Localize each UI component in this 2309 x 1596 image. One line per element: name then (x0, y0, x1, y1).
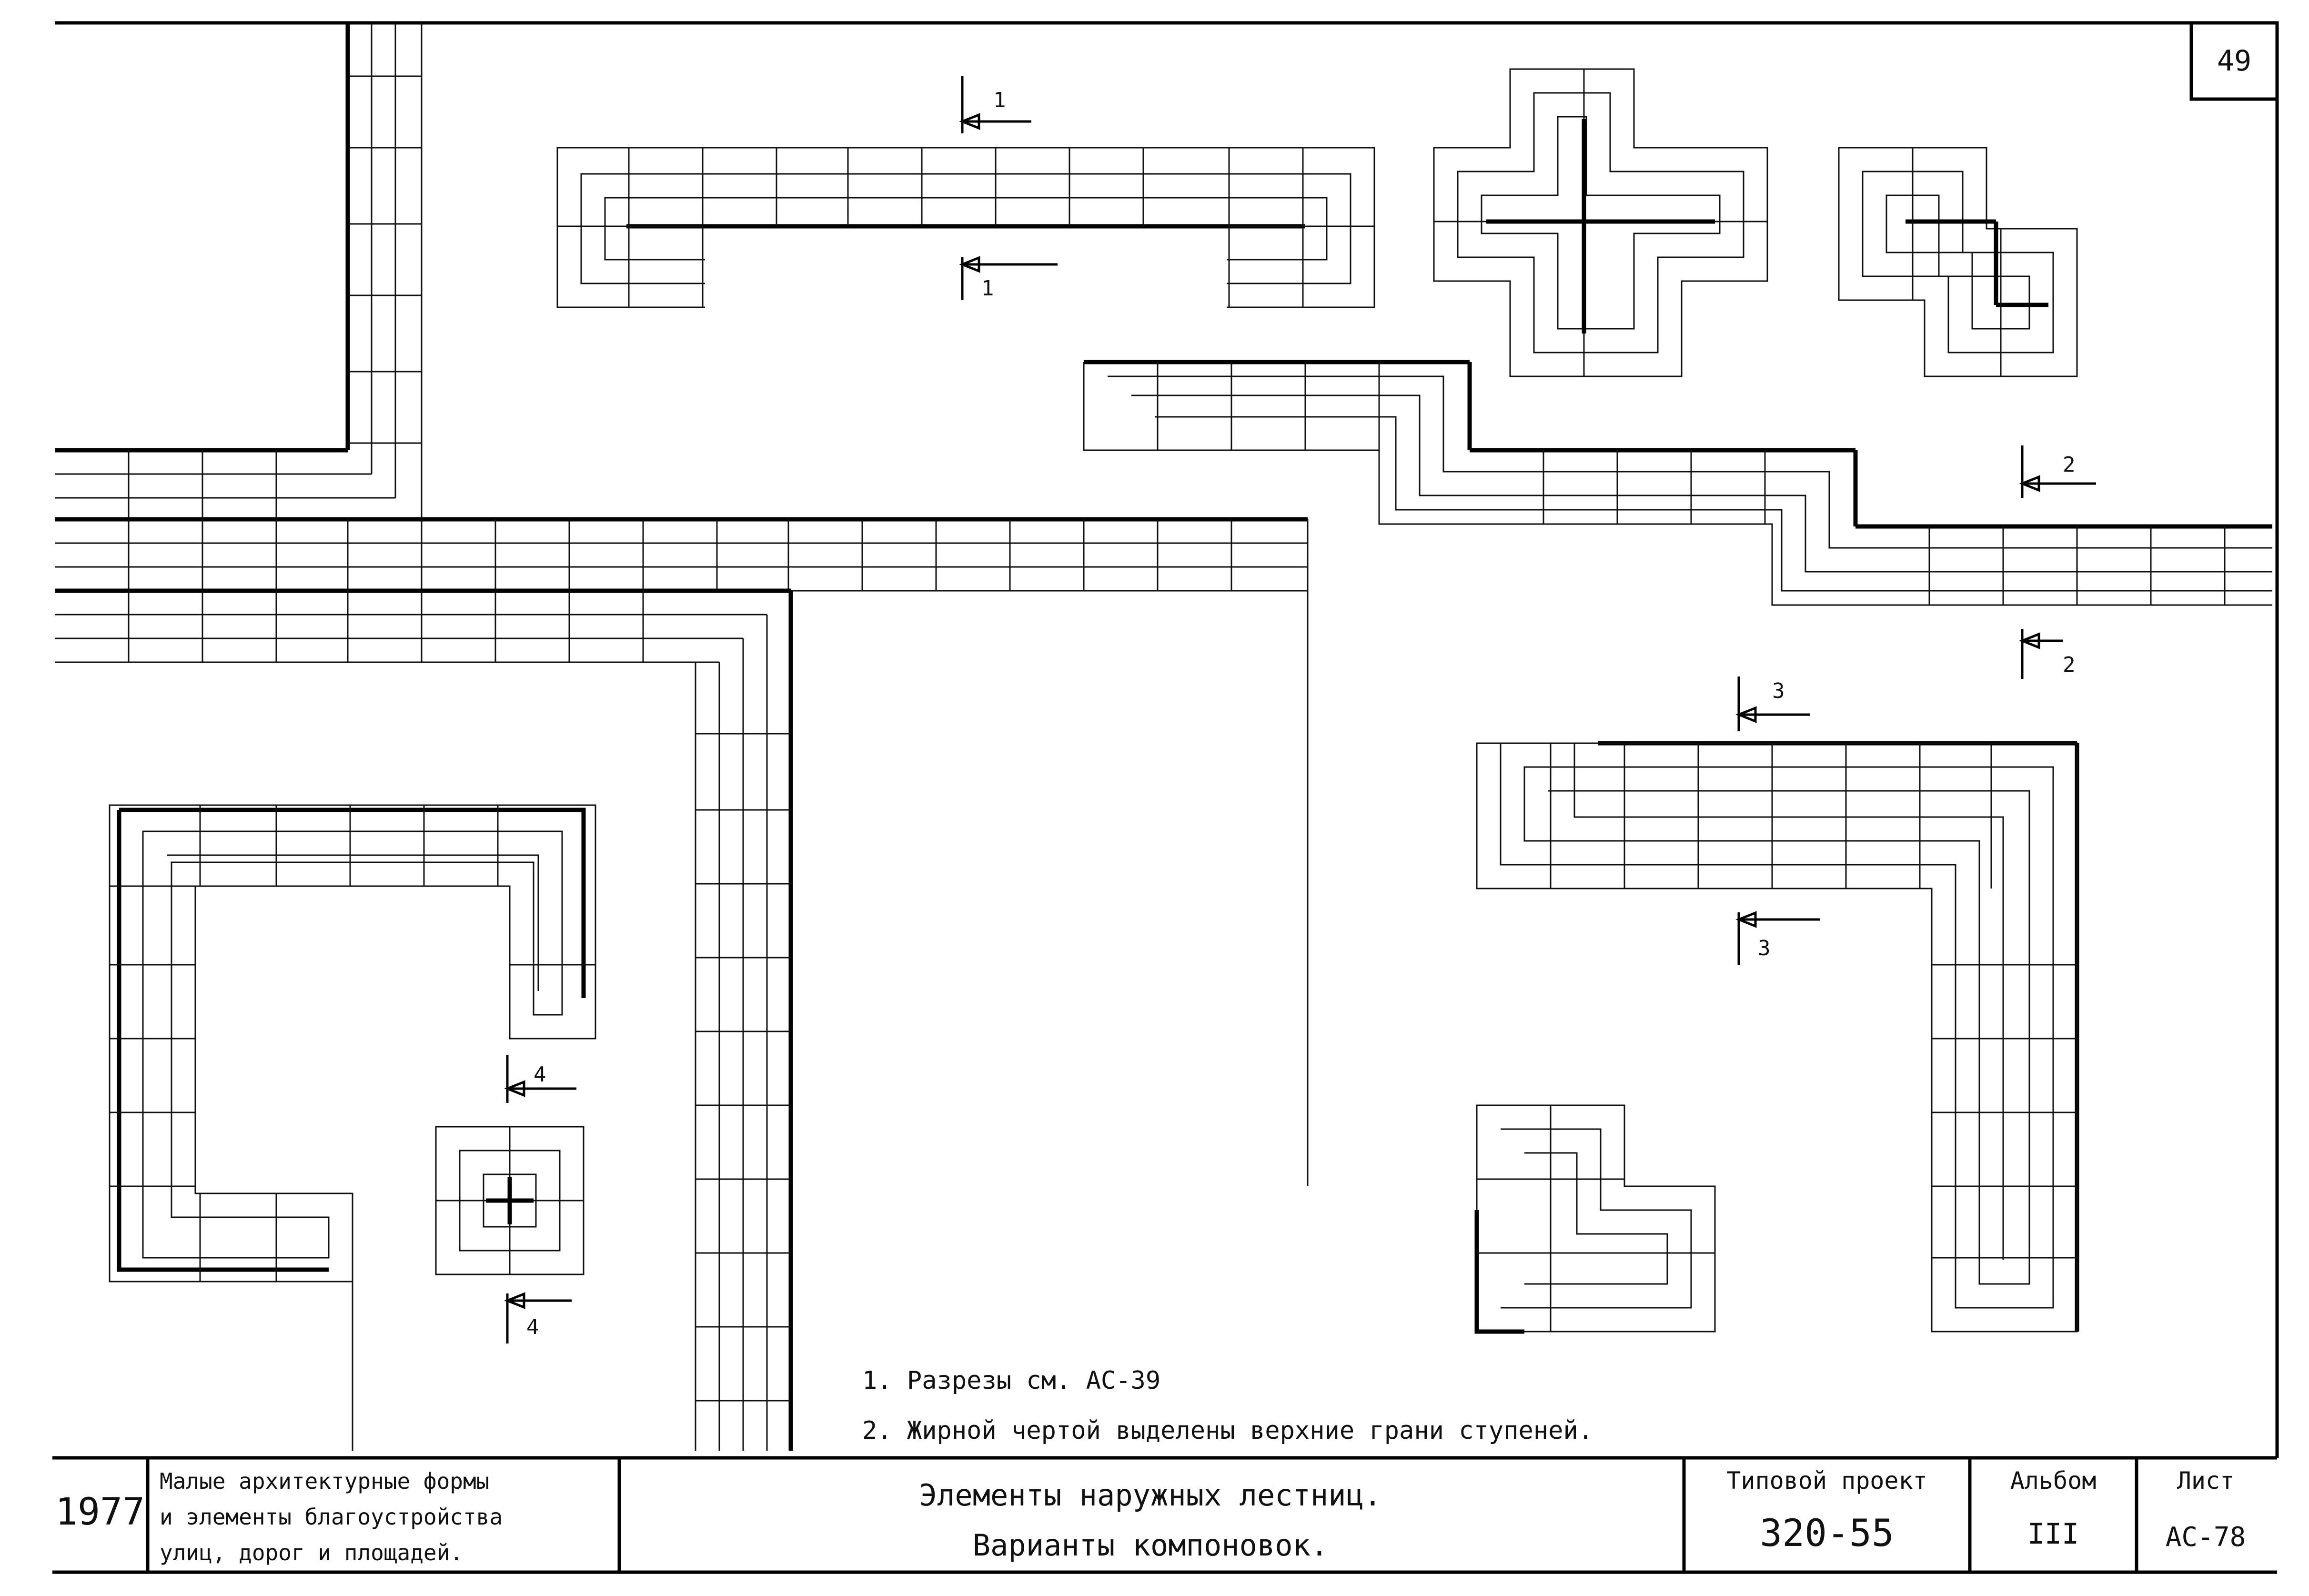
album-number: III (2027, 1517, 2079, 1551)
stair-variant-cross (1433, 68, 1768, 377)
sheet-corner-number: 49 (2217, 44, 2251, 78)
corridor-stair-layout (55, 23, 1309, 1451)
section-mark-2-bottom: 2 (2019, 629, 2076, 679)
project-label: Типовой проект (1726, 1467, 1927, 1495)
stair-variant-stepped-block (1474, 1104, 1716, 1334)
stair-variant-l-shape (1476, 741, 2079, 1333)
album-label: Альбом (2010, 1467, 2097, 1495)
stair-variant-stepped-small (1838, 147, 2078, 377)
svg-text:4: 4 (534, 1062, 546, 1087)
section-mark-2-top: 2 (2019, 445, 2096, 498)
year: 1977 (55, 1491, 145, 1534)
stair-variant-u-shape (109, 804, 596, 1451)
svg-text:2: 2 (2063, 453, 2076, 477)
title-line-1: Элементы наружных лестниц. (919, 1478, 1382, 1513)
section-mark-4-top: 4 (504, 1055, 576, 1103)
sheet-frame (55, 21, 2279, 1458)
section-mark-1-bottom: 1 (959, 256, 1058, 301)
sheet-number: АС-78 (2166, 1522, 2246, 1553)
svg-text:1: 1 (981, 276, 994, 301)
note-2: 2. Жирной чертой выделены верхние грани … (862, 1416, 1593, 1445)
series-line-3: улиц, дорог и площадей. (160, 1540, 463, 1566)
section-mark-1-top: 1 (959, 76, 1031, 133)
stair-variant-stepped-long (1083, 360, 2272, 606)
title-block: 1977 Малые архитектурные формы и элемент… (52, 1456, 2277, 1574)
section-mark-4-bottom: 4 (504, 1292, 572, 1343)
svg-text:3: 3 (1758, 936, 1771, 960)
sheet-corner-box: 49 (2189, 21, 2279, 101)
svg-text:2: 2 (2063, 653, 2076, 677)
series-line-2: и элементы благоустройства (160, 1504, 503, 1530)
section-mark-3-bottom: 3 (1735, 911, 1820, 965)
title-line-2: Варианты компоновок. (973, 1528, 1329, 1563)
svg-text:4: 4 (526, 1315, 539, 1339)
note-1: 1. Разрезы см. АС-39 (862, 1366, 1160, 1395)
series-line-1: Малые архитектурные формы (160, 1468, 489, 1494)
svg-text:1: 1 (993, 88, 1006, 112)
project-number: 320-55 (1760, 1512, 1894, 1555)
stair-variant-long-hooked (556, 147, 1375, 310)
drawing-notes: 1. Разрезы см. АС-39 2. Жирной чертой вы… (862, 1366, 1593, 1445)
stair-variant-square (435, 1126, 585, 1275)
svg-text:3: 3 (1772, 679, 1785, 703)
section-mark-3-top: 3 (1735, 677, 1810, 731)
sheet-label: Лист (2177, 1467, 2234, 1495)
